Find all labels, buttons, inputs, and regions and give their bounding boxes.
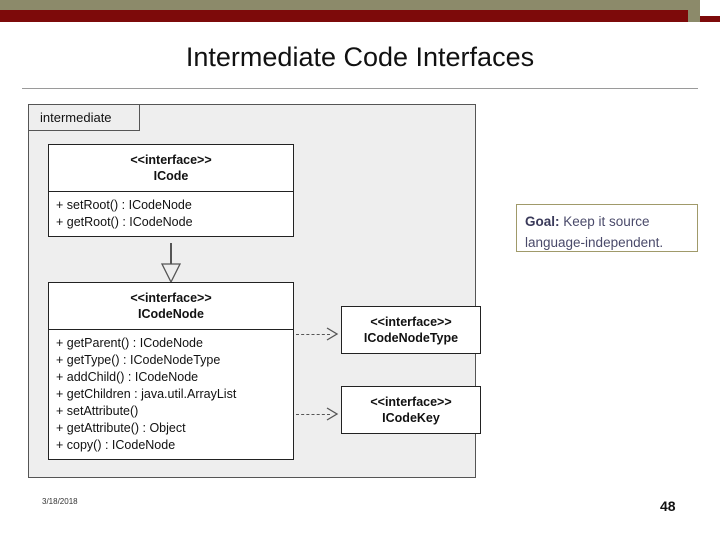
uml-class-icodenode: <<interface>> ICodeNode + getParent() : … bbox=[48, 282, 294, 460]
footer-date: 3/18/2018 bbox=[42, 497, 78, 506]
uml-stereotype: <<interface>> bbox=[370, 315, 452, 329]
uml-member: + getRoot() : ICodeNode bbox=[56, 215, 193, 229]
top-accent-bar-olive bbox=[0, 0, 700, 10]
uml-class-header: <<interface>> ICode bbox=[49, 145, 293, 191]
uml-stereotype: <<interface>> bbox=[130, 291, 212, 305]
goal-text-first-line: Keep it source bbox=[559, 214, 650, 229]
uml-class-header: <<interface>> ICodeKey bbox=[342, 387, 480, 433]
uml-package-tab bbox=[28, 104, 140, 131]
uml-class-icodenodetype: <<interface>> ICodeNodeType bbox=[341, 306, 481, 354]
uml-class-name: ICode bbox=[153, 169, 189, 183]
uml-members: + setRoot() : ICodeNode + getRoot() : IC… bbox=[49, 192, 293, 236]
goal-label: Goal: bbox=[525, 214, 560, 229]
uml-class-icodekey: <<interface>> ICodeKey bbox=[341, 386, 481, 434]
uml-stereotype: <<interface>> bbox=[130, 153, 212, 167]
uml-member: + addChild() : ICodeNode bbox=[56, 370, 199, 384]
dependency-line-icodekey bbox=[296, 414, 330, 416]
footer-page-number: 48 bbox=[660, 498, 676, 514]
uml-member: + copy() : ICodeNode bbox=[56, 438, 176, 452]
uml-member: + getChildren : java.util.ArrayList bbox=[56, 387, 237, 401]
goal-callout: Goal: Keep it source language-independen… bbox=[516, 204, 698, 252]
uml-class-name: ICodeNode bbox=[138, 307, 204, 321]
uml-member: + getType() : ICodeNodeType bbox=[56, 353, 221, 367]
uml-class-icode: <<interface>> ICode + setRoot() : ICodeN… bbox=[48, 144, 294, 237]
uml-separator bbox=[49, 191, 293, 192]
uml-member: + getParent() : ICodeNode bbox=[56, 336, 203, 350]
uml-class-name: ICodeKey bbox=[382, 411, 440, 425]
uml-package-label: intermediate bbox=[40, 110, 112, 125]
dependency-line-icodenodetype bbox=[296, 334, 330, 336]
dependency-arrowhead-icon bbox=[326, 327, 339, 341]
generalization-arrowhead-icon bbox=[161, 263, 181, 282]
uml-member: + setAttribute() bbox=[56, 404, 139, 418]
uml-class-header: <<interface>> ICodeNode bbox=[49, 283, 293, 329]
uml-class-name: ICodeNodeType bbox=[363, 331, 459, 345]
generalization-line bbox=[170, 243, 172, 267]
uml-member: + getAttribute() : Object bbox=[56, 421, 186, 435]
uml-stereotype: <<interface>> bbox=[370, 395, 452, 409]
top-accent-tail-dark-red bbox=[700, 16, 720, 22]
page-title: Intermediate Code Interfaces bbox=[185, 42, 535, 72]
uml-member: + setRoot() : ICodeNode bbox=[56, 198, 192, 212]
top-accent-tail-spacer bbox=[700, 0, 720, 16]
uml-separator bbox=[49, 329, 293, 330]
top-accent-bar-dark-red bbox=[0, 10, 688, 22]
uml-members: + getParent() : ICodeNode + getType() : … bbox=[49, 330, 293, 459]
uml-class-header: <<interface>> ICodeNodeType bbox=[342, 307, 480, 353]
dependency-arrowhead-icon bbox=[326, 407, 339, 421]
title-divider bbox=[22, 88, 698, 89]
top-accent-square bbox=[688, 10, 700, 22]
goal-text-second-line: language-independent. bbox=[525, 235, 664, 250]
